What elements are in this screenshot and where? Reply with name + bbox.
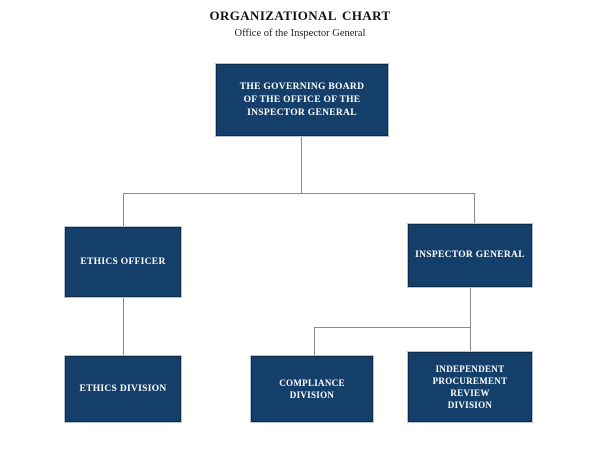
connector-ig-trunk [470, 287, 471, 327]
page-subtitle: Office of the Inspector General [234, 28, 366, 39]
node-label-independent-procurement-review-division: INDEPENDENT PROCUREMENT REVIEW DIVISION [432, 364, 508, 410]
title-block: Organizational Chart Office of the Inspe… [0, 4, 600, 41]
node-label-compliance-division: COMPLIANCE DIVISION [279, 378, 345, 400]
node-ethics-division[interactable]: ETHICS DIVISION [64, 355, 182, 423]
node-inspector-general[interactable]: INSPECTOR GENERAL [407, 223, 533, 288]
connector-level1-bar [123, 193, 475, 194]
connector-to-ethics-officer [123, 193, 124, 227]
node-governing-board[interactable]: THE GOVERNING BOARD OF THE OFFICE OF THE… [215, 63, 389, 137]
connector-to-procurement-division [470, 327, 471, 352]
node-label-governing-board: THE GOVERNING BOARD OF THE OFFICE OF THE… [239, 81, 365, 118]
connector-board-trunk [301, 136, 302, 193]
node-independent-procurement-review-division[interactable]: INDEPENDENT PROCUREMENT REVIEW DIVISION [407, 351, 533, 423]
connector-to-compliance-division [314, 327, 315, 356]
connector-to-inspector-general [474, 193, 475, 224]
node-label-ethics-division: ETHICS DIVISION [79, 383, 167, 394]
connector-ig-children-bar [314, 327, 471, 328]
page-title: Organizational Chart [209, 4, 391, 25]
node-label-ethics-officer: ETHICS OFFICER [80, 256, 166, 267]
node-label-inspector-general: INSPECTOR GENERAL [415, 250, 525, 260]
node-compliance-division[interactable]: COMPLIANCE DIVISION [250, 355, 374, 423]
connector-ethics-officer-to-division [123, 297, 124, 356]
node-ethics-officer[interactable]: ETHICS OFFICER [64, 226, 182, 298]
